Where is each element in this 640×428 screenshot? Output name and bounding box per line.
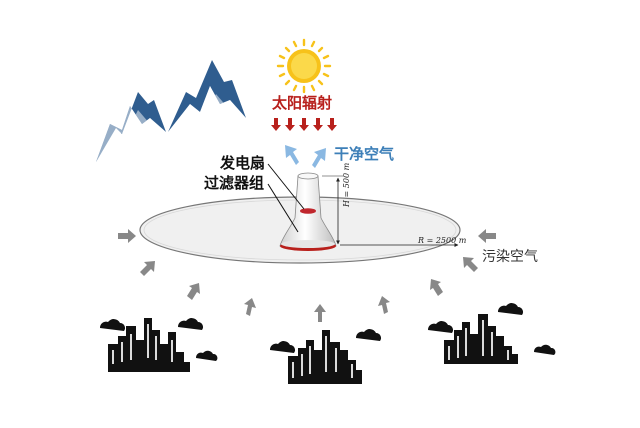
clean-air-label: 干净空气 [334, 145, 395, 163]
leader-lines [267, 163, 305, 233]
cloud-icon [427, 303, 556, 355]
solar-radiation-arrows [271, 118, 337, 131]
city-skyline-icon [288, 330, 362, 384]
sun-icon [276, 38, 332, 94]
generator-fan-marker [300, 208, 316, 214]
chimney-tower-icon [279, 172, 337, 251]
cloud-icon [269, 329, 382, 353]
city-skyline-icon [444, 314, 518, 364]
radius-dimension-label: R = 2500 m [418, 236, 467, 245]
polluted-air-label: 污染空气 [482, 249, 538, 265]
generator-fan-label: 发电扇 [220, 154, 266, 172]
filter-group-label: 过滤器组 [204, 174, 265, 192]
clean-air-arrows [285, 145, 326, 168]
mountain-icon [96, 60, 246, 162]
solar-radiation-label: 太阳辐射 [272, 94, 333, 112]
cloud-icon [99, 318, 218, 361]
polluted-air-arrows [118, 229, 496, 322]
height-dimension-label: H = 500 m [342, 162, 351, 207]
city-skyline-icon [108, 318, 190, 372]
